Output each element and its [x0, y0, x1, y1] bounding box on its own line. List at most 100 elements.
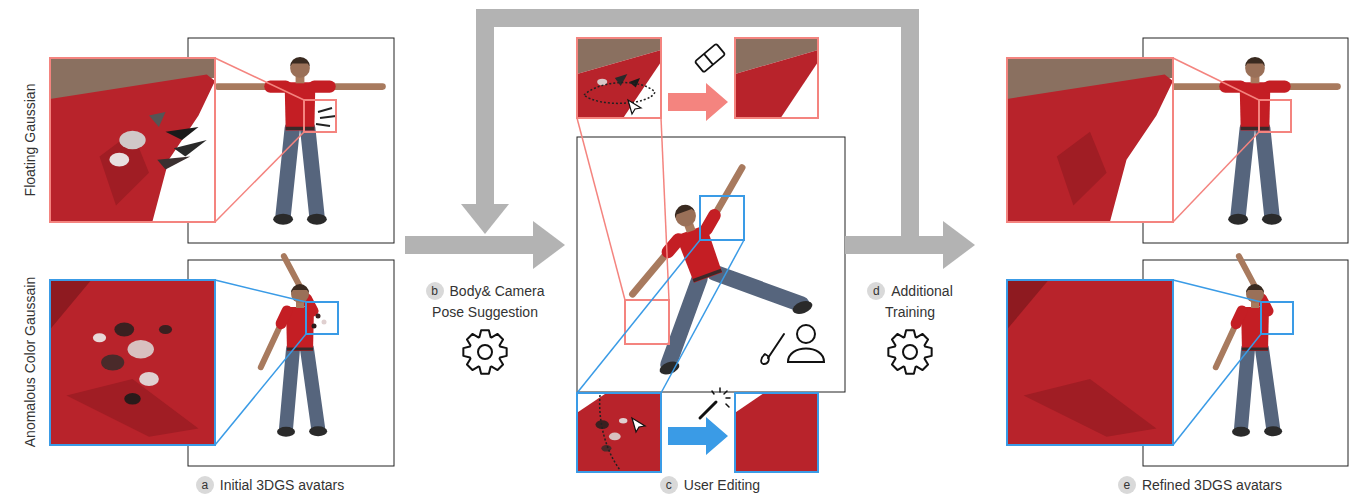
image-frame [188, 260, 394, 466]
brush-icon [768, 334, 784, 358]
image-frame [577, 137, 845, 392]
step-letter: a [196, 476, 214, 494]
selection-lasso [600, 395, 620, 470]
wand-sparkle [726, 404, 729, 407]
belt [1242, 348, 1268, 351]
step-title: Body& Camera Pose Suggestion [432, 283, 544, 320]
brush-tip [761, 354, 769, 364]
blotch [609, 433, 621, 441]
leader-line [577, 118, 625, 300]
leader-line [215, 280, 306, 302]
arrow-shaft [405, 236, 534, 254]
eraser-icon [695, 44, 725, 73]
leg [1241, 349, 1248, 429]
hair [1245, 57, 1265, 67]
arm [1216, 324, 1236, 368]
leg [715, 249, 801, 329]
inset-ground [1007, 58, 1173, 222]
anomalous-gaussian [316, 314, 321, 319]
hair [1246, 284, 1264, 293]
shirt-fabric [1007, 74, 1173, 222]
inset-ground [577, 393, 661, 472]
step-letter: b [426, 282, 444, 300]
wand-sparkle [719, 388, 721, 392]
process-arrow [405, 221, 565, 269]
blotch [159, 325, 172, 334]
blotch [124, 393, 141, 405]
shirt-fabric [735, 393, 818, 472]
blotch [114, 323, 134, 337]
leader-line [661, 118, 669, 300]
arm [702, 168, 754, 216]
wand-sparkle [724, 391, 727, 394]
cursor-icon [628, 100, 641, 114]
inset-border [735, 38, 818, 118]
leg [1263, 128, 1272, 216]
arrow-head [533, 221, 565, 269]
shirt-fabric [50, 280, 215, 445]
wand-icon [700, 402, 716, 418]
step-label: dAdditional Training [845, 280, 975, 322]
arm [623, 252, 677, 294]
belt [286, 127, 315, 130]
avatar-figure [218, 57, 383, 225]
selection-lasso [584, 83, 655, 104]
panel: aInitial 3DGS avatars [0, 0, 405, 498]
blotch [619, 418, 627, 424]
arrow-head [943, 221, 975, 269]
step-letter: c [660, 476, 678, 494]
floating-gaussian [166, 127, 199, 140]
avatar-figure [604, 161, 818, 377]
panel: eRefined 3DGS avatars [975, 0, 1354, 498]
row-label: Anomalous Color Gaussain [20, 252, 40, 472]
edit-arrow [668, 417, 728, 455]
gear-icon [888, 330, 931, 373]
inset-ground [735, 38, 818, 118]
blotch [93, 333, 106, 342]
shoe [307, 214, 327, 225]
hair [290, 57, 310, 67]
ground [735, 393, 764, 413]
eraser-body [695, 44, 725, 73]
leader-line [1173, 58, 1259, 100]
zoom-box [700, 196, 744, 240]
feedback-arrow-head [461, 204, 509, 234]
wand-sparkle [712, 391, 714, 394]
panel-caption: eRefined 3DGS avatars [1050, 475, 1350, 494]
zoom-box [1259, 100, 1291, 132]
floating-gaussian [157, 156, 190, 169]
hair [672, 202, 695, 219]
leader-line [661, 240, 744, 393]
arm [330, 83, 383, 90]
fold [1024, 379, 1157, 437]
leg [1262, 349, 1273, 428]
shirt-fabric [735, 50, 818, 118]
panel-caption: cUser Editing [560, 475, 860, 494]
shirt-fabric [577, 50, 661, 118]
cursor-icon [632, 418, 645, 432]
arm [218, 83, 271, 90]
inset-border [1007, 280, 1173, 445]
ground [577, 393, 606, 413]
leg [283, 128, 292, 216]
zoom-inset [577, 38, 661, 118]
inset-border [1007, 58, 1173, 222]
inset-border [577, 38, 661, 118]
panel: cUser Editing [565, 0, 845, 498]
blotch [109, 153, 129, 167]
inset-border [50, 280, 215, 445]
floating-gaussian [149, 112, 166, 127]
inset-border [50, 58, 215, 222]
avatar-figure [261, 256, 327, 436]
blotch [128, 340, 154, 358]
anomalous-gaussian [312, 324, 317, 329]
fold [100, 132, 150, 206]
arm [1285, 83, 1338, 90]
avatar-figure [1216, 256, 1282, 436]
leader-line [1173, 132, 1259, 222]
leader-line [1173, 280, 1261, 302]
inset-ground [735, 393, 818, 472]
